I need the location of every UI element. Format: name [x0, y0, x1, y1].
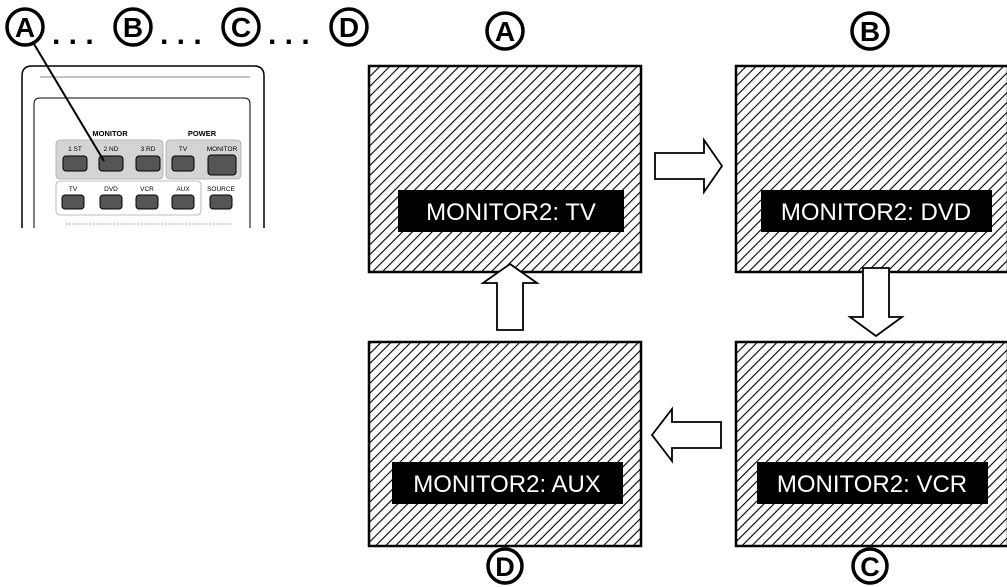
sequence-row: A . . . B . . . C . . . D — [5, 7, 369, 51]
button-power-monitor[interactable]: MONITOR — [207, 146, 238, 176]
sequence-letter-b: B — [113, 7, 153, 47]
sequence-dots-2: . . . — [160, 18, 202, 51]
remote-control: MONITOR POWER 1 ST 2 ND 3 RD TV MONITOR — [21, 65, 265, 228]
svg-text:DVD: DVD — [104, 186, 118, 193]
arrow-d-to-a — [480, 262, 540, 331]
button-source-aux[interactable]: AUX — [171, 186, 195, 210]
svg-text:MONITOR: MONITOR — [207, 146, 238, 153]
remote-power-header: POWER — [188, 129, 217, 138]
screen-b: B MONITOR2: DVD — [734, 11, 1007, 274]
screen-d-label: MONITOR2: AUX — [413, 471, 601, 498]
screen-d-letter: D — [495, 552, 515, 582]
svg-text:VCR: VCR — [140, 186, 154, 193]
pointer-line — [33, 43, 105, 162]
button-source[interactable]: SOURCE — [207, 186, 236, 210]
svg-text:TV: TV — [179, 146, 188, 153]
svg-text:SOURCE: SOURCE — [207, 186, 235, 193]
svg-text:D: D — [339, 12, 359, 43]
svg-text:C: C — [231, 12, 251, 43]
sequence-letter-d: D — [329, 7, 369, 47]
sequence-dots-3: . . . — [268, 18, 310, 51]
sequence-letter-a: A — [5, 7, 45, 47]
remote-monitor-header: MONITOR — [92, 129, 128, 138]
arrow-c-to-d — [650, 406, 722, 464]
button-source-vcr[interactable]: VCR — [135, 186, 159, 210]
svg-text:1 ST: 1 ST — [68, 146, 82, 153]
screen-a-label: MONITOR2: TV — [426, 199, 596, 226]
svg-text:3 RD: 3 RD — [141, 146, 156, 153]
screen-a: A MONITOR2: TV — [367, 11, 643, 274]
screen-c-label: MONITOR2: VCR — [777, 471, 967, 498]
screen-d: MONITOR2: AUX D — [367, 340, 643, 585]
svg-text:2 ND: 2 ND — [104, 146, 119, 153]
arrow-a-to-b — [654, 137, 724, 195]
button-3rd[interactable]: 3 RD — [135, 146, 161, 172]
svg-text:B: B — [123, 12, 143, 43]
sequence-dots-1: . . . — [52, 18, 94, 51]
svg-text:A: A — [15, 12, 35, 43]
screen-c: MONITOR2: VCR C — [734, 340, 1007, 585]
screen-b-label: MONITOR2: DVD — [781, 199, 971, 226]
button-power-tv[interactable]: TV — [171, 146, 195, 172]
source-button-panel — [55, 180, 202, 216]
svg-text:AUX: AUX — [176, 186, 190, 193]
sequence-letter-c: C — [221, 7, 261, 47]
button-source-tv[interactable]: TV — [61, 186, 85, 210]
button-2nd[interactable]: 2 ND — [98, 146, 124, 172]
button-source-dvd[interactable]: DVD — [99, 186, 123, 210]
arrow-b-to-c — [847, 267, 905, 338]
screen-b-letter: B — [860, 16, 880, 47]
screen-a-letter: A — [495, 16, 515, 47]
button-1st[interactable]: 1 ST — [62, 146, 88, 172]
screen-c-letter: C — [860, 552, 880, 582]
svg-text:TV: TV — [69, 186, 78, 193]
